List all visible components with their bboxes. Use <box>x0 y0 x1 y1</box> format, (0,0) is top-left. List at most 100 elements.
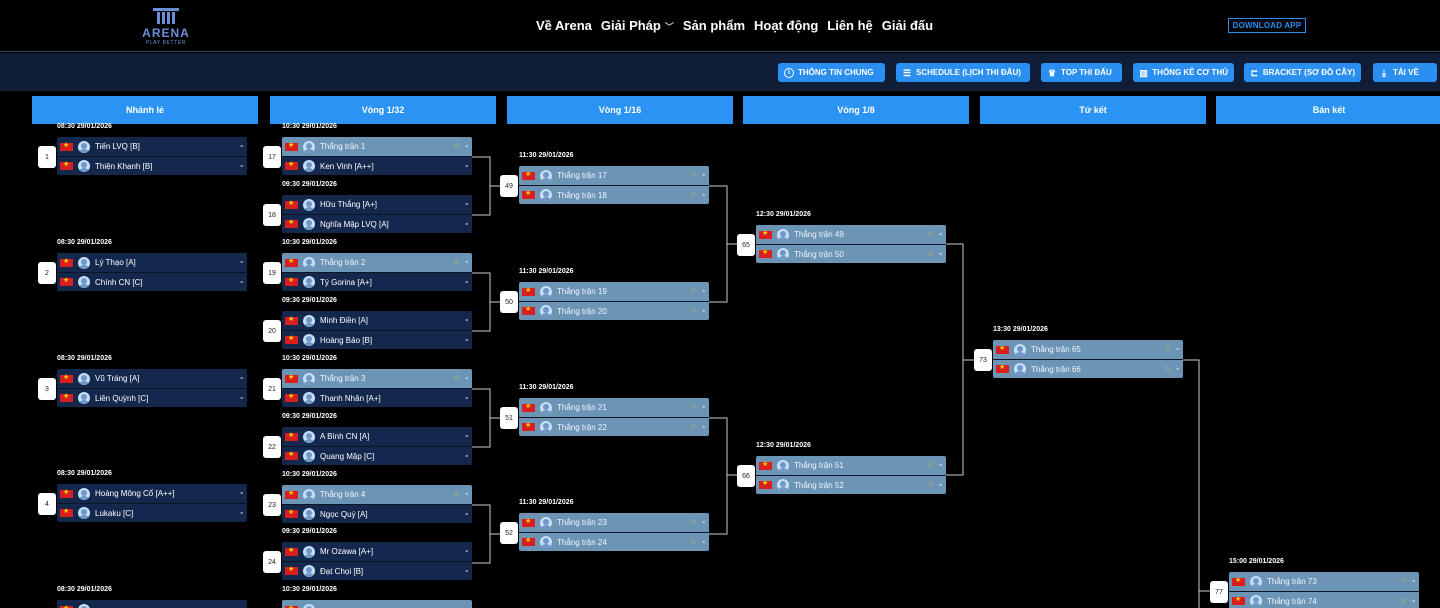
info-tab-button[interactable]: i THÔNG TIN CHUNG <box>778 63 885 82</box>
match-slot[interactable]: A Bình CN [A]- <box>282 427 472 446</box>
match-slot[interactable]: Hữu Thắng [A+]- <box>282 195 472 214</box>
match-slot[interactable]: Thắng trận 2☆- <box>282 253 472 272</box>
schedule-tab-button[interactable]: ☰ SCHEDULE (LỊCH THI ĐẤU) <box>896 63 1030 82</box>
match-slot[interactable]: Nghĩa Mập LVQ [A]- <box>282 214 472 233</box>
match-slot[interactable]: Ken Vinh [A++]- <box>282 156 472 175</box>
vietnam-flag-icon <box>285 315 298 325</box>
arena-logo[interactable]: ARENA PLAY BETTER <box>138 8 194 46</box>
score: - <box>240 141 243 150</box>
avatar-icon <box>303 450 315 462</box>
match-2[interactable]: 08:30 29/01/2026 2 Lý Thạo [A]- Chính CN… <box>38 239 247 291</box>
match-slot[interactable]: Thắng trận 65☆- <box>993 340 1183 359</box>
match-slot[interactable]: Thắng trận 22☆- <box>519 417 709 436</box>
match-slot[interactable]: Thắng trận 1☆- <box>282 137 472 156</box>
match-slot[interactable]: Tiến LVQ [B]- <box>57 137 247 156</box>
match-52[interactable]: 11:30 29/01/2026 52 Thắng trận 23☆- Thắn… <box>500 499 709 551</box>
match-number: 3 <box>38 378 56 400</box>
match-5[interactable]: 08:30 29/01/2026 <box>57 586 247 608</box>
match-77[interactable]: 15:00 29/01/2026 77 Thắng trận 73☆- Thắn… <box>1210 558 1419 608</box>
match-66[interactable]: 12:30 29/01/2026 66 Thắng trận 51☆- Thắn… <box>737 442 946 494</box>
match-20[interactable]: 09:30 29/01/2026 20 Minh Điền [A]- Hoàng… <box>263 297 472 349</box>
match-1[interactable]: 08:30 29/01/2026 1 Tiến LVQ [B]- Thiện K… <box>38 123 247 175</box>
score: - <box>1176 364 1179 373</box>
vietnam-flag-icon <box>60 488 73 498</box>
avatar-icon <box>777 248 789 260</box>
match-number: 17 <box>263 146 281 168</box>
match-slot[interactable] <box>57 600 247 608</box>
match-slot[interactable]: Thiện Khanh [B]- <box>57 156 247 175</box>
match-slot[interactable]: Chính CN [C]- <box>57 272 247 291</box>
match-slot[interactable]: Đạt Chọi [B]- <box>282 561 472 580</box>
match-73[interactable]: 13:30 29/01/2026 73 Thắng trận 65☆- Thắn… <box>974 326 1183 378</box>
match-number: 65 <box>737 234 755 256</box>
top-tab-button[interactable]: ♛ TOP THI ĐẤU <box>1041 63 1122 82</box>
round-header-vong-1-32: Vòng 1/32 <box>270 96 496 124</box>
match-slot[interactable]: Mr Ozawa [A+]- <box>282 542 472 561</box>
match-slot[interactable]: Thắng trận 52☆- <box>756 475 946 494</box>
score: - <box>702 422 705 431</box>
match-slot[interactable]: Thắng trận 73☆- <box>1229 572 1419 591</box>
avatar-icon <box>303 276 315 288</box>
match-slot[interactable] <box>282 600 472 608</box>
match-slot[interactable]: Thắng trận 23☆- <box>519 513 709 532</box>
match-21[interactable]: 10:30 29/01/2026 21 Thắng trận 3☆- Thanh… <box>263 355 472 407</box>
match-number: 77 <box>1210 581 1228 603</box>
match-slot[interactable]: Minh Điền [A]- <box>282 311 472 330</box>
match-slot[interactable]: Thắng trận 18☆- <box>519 185 709 204</box>
nav-lien-he[interactable]: Liên hệ <box>827 18 873 33</box>
vietnam-flag-icon <box>285 199 298 209</box>
match-23[interactable]: 10:30 29/01/2026 23 Thắng trận 4☆- Ngọc … <box>263 471 472 523</box>
bracket-tab-button[interactable]: ⊏ BRACKET (SƠ ĐỒ CÂY) <box>1244 63 1361 82</box>
match-25[interactable]: 10:30 29/01/2026 <box>282 586 472 608</box>
match-slot[interactable]: Thắng trận 24☆- <box>519 532 709 551</box>
match-slot[interactable]: Thắng trận 51☆- <box>756 456 946 475</box>
match-slot[interactable]: Thắng trận 4☆- <box>282 485 472 504</box>
stats-tab-button[interactable]: ▥ THỐNG KÊ CƠ THỦ <box>1133 63 1234 82</box>
match-slot[interactable]: Thắng trận 17☆- <box>519 166 709 185</box>
match-slot[interactable]: Tý Gorina [A+]- <box>282 272 472 291</box>
nav-giai-phap[interactable]: Giải Pháp﹀ <box>601 18 674 33</box>
match-slot[interactable]: Thắng trận 20☆- <box>519 301 709 320</box>
player-name: Ngọc Quý [A] <box>320 509 368 519</box>
avatar-icon <box>303 218 315 230</box>
match-slot[interactable]: Thắng trận 50☆- <box>756 244 946 263</box>
nav-giai-dau[interactable]: Giải đấu <box>881 18 934 33</box>
match-4[interactable]: 08:30 29/01/2026 4 Hoàng Mông Cổ [A++]- … <box>38 470 247 522</box>
round-header-vong-1-8: Vòng 1/8 <box>743 96 969 124</box>
match-19[interactable]: 10:30 29/01/2026 19 Thắng trận 2☆- Tý Go… <box>263 239 472 291</box>
match-slot[interactable]: Hoàng Mông Cổ [A++]- <box>57 484 247 503</box>
vietnam-flag-icon <box>60 507 73 517</box>
match-slot[interactable]: Thắng trận 49☆- <box>756 225 946 244</box>
nav-ve-arena[interactable]: Về Arena <box>536 18 592 33</box>
download-app-button[interactable]: DOWNLOAD APP <box>1228 18 1306 33</box>
match-slot[interactable]: Vũ Tráng [A]- <box>57 369 247 388</box>
match-slot[interactable]: Lý Thạo [A]- <box>57 253 247 272</box>
match-slot[interactable]: Thanh Nhân [A+]- <box>282 388 472 407</box>
match-slot[interactable]: Hoàng Bảo [B]- <box>282 330 472 349</box>
match-22[interactable]: 09:30 29/01/2026 22 A Bình CN [A]- Quang… <box>263 413 472 465</box>
match-time: 10:30 29/01/2026 <box>282 355 337 362</box>
match-18[interactable]: 09:30 29/01/2026 18 Hữu Thắng [A+]- Nghĩ… <box>263 181 472 233</box>
match-slot[interactable]: Liên Quỳnh [C]- <box>57 388 247 407</box>
match-slot[interactable]: Thắng trận 66☆- <box>993 359 1183 378</box>
match-49[interactable]: 11:30 29/01/2026 49 Thắng trận 17☆- Thắn… <box>500 152 709 204</box>
match-24[interactable]: 09:30 29/01/2026 24 Mr Ozawa [A+]- Đạt C… <box>263 528 472 580</box>
match-slot[interactable]: Thắng trận 74☆- <box>1229 591 1419 608</box>
match-17[interactable]: 10:30 29/01/2026 17 Thắng trận 1☆- Ken V… <box>263 123 472 175</box>
match-slot[interactable]: Ngọc Quý [A]- <box>282 504 472 523</box>
avatar-icon <box>303 430 315 443</box>
match-51[interactable]: 11:30 29/01/2026 51 Thắng trận 21☆- Thắn… <box>500 384 709 436</box>
match-slot[interactable]: Lukaku [C]- <box>57 503 247 522</box>
match-slot[interactable]: Thắng trận 3☆- <box>282 369 472 388</box>
match-50[interactable]: 11:30 29/01/2026 50 Thắng trận 19☆- Thắn… <box>500 268 709 320</box>
player-name: Ken Vinh [A++] <box>320 161 374 171</box>
match-slot[interactable]: Thắng trận 19☆- <box>519 282 709 301</box>
match-3[interactable]: 08:30 29/01/2026 3 Vũ Tráng [A]- Liên Qu… <box>38 355 247 407</box>
star-icon: ☆ <box>689 422 697 431</box>
download-tab-button[interactable]: ⤓ TẢI VỀ <box>1373 63 1437 82</box>
nav-hoat-dong[interactable]: Hoạt động <box>754 18 819 33</box>
nav-san-pham[interactable]: Sản phẩm <box>682 18 745 33</box>
match-slot[interactable]: Thắng trận 21☆- <box>519 398 709 417</box>
match-65[interactable]: 12:30 29/01/2026 65 Thắng trận 49☆- Thắn… <box>737 211 946 263</box>
match-slot[interactable]: Quang Mập [C]- <box>282 446 472 465</box>
